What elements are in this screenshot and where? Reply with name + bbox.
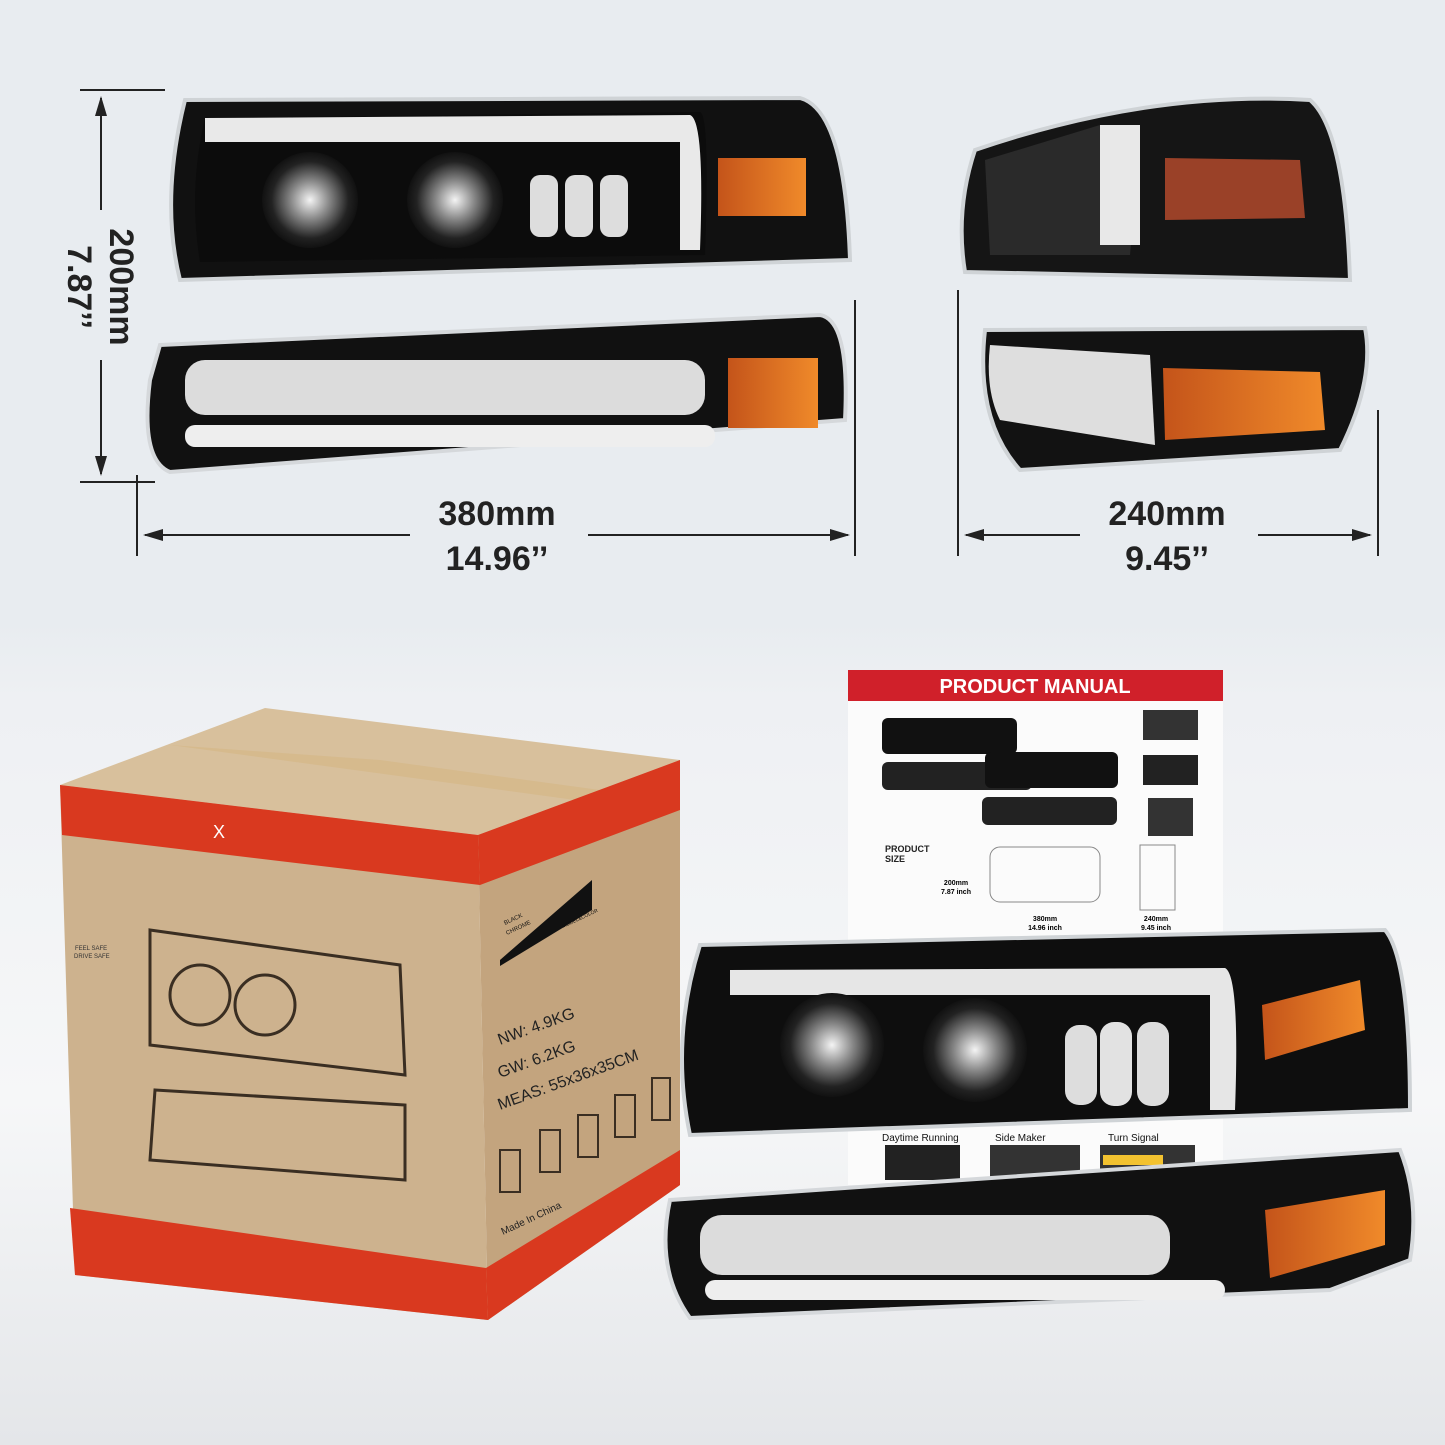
depth-mm-label: 240mm: [1108, 495, 1225, 533]
projector-lens-icon: [407, 152, 503, 248]
projector-lens-icon: [780, 993, 884, 1097]
length-mm-label: 380mm: [438, 495, 555, 533]
svg-text:200mm: 200mm: [944, 880, 968, 887]
height-mm-label: 200mm: [102, 228, 140, 345]
svg-text:Turn Signal: Turn Signal: [1108, 1133, 1159, 1144]
length-in-label: 14.96’’: [446, 540, 549, 578]
svg-text:380mm: 380mm: [1033, 916, 1057, 923]
bumper-light-front-view: [145, 312, 848, 475]
amber-reflector: [718, 158, 806, 216]
svg-text:240mm: 240mm: [1144, 916, 1168, 923]
svg-text:7.87 inch: 7.87 inch: [941, 889, 971, 896]
dimension-lines: [80, 89, 1379, 556]
bumper-light-product: [663, 1147, 1416, 1321]
projector-lens-icon: [923, 998, 1027, 1102]
manual-title: PRODUCT MANUAL: [939, 676, 1130, 698]
headlight-front-view: [169, 95, 853, 283]
headlight-product: [680, 927, 1413, 1138]
box-logo-mark: X: [213, 822, 225, 842]
bumper-light-side-view: [981, 325, 1370, 473]
headlight-side-view: [959, 96, 1353, 283]
projector-lens-icon: [262, 152, 358, 248]
shipping-box: BLACK CHROME MODEL&COLOR NW: 4.9KG GW: 6…: [60, 708, 680, 1320]
svg-text:Daytime Running: Daytime Running: [882, 1133, 959, 1144]
svg-text:9.45 inch: 9.45 inch: [1141, 925, 1171, 932]
svg-text:Side Maker: Side Maker: [995, 1133, 1046, 1144]
svg-text:PRODUCT: PRODUCT: [885, 844, 930, 854]
handling-icons: [499, 1077, 671, 1193]
depth-in-label: 9.45’’: [1125, 540, 1209, 578]
height-in-label: 7.87’’: [60, 245, 98, 329]
svg-text:14.96 inch: 14.96 inch: [1028, 925, 1062, 932]
svg-text:DRIVE SAFE: DRIVE SAFE: [74, 954, 110, 960]
svg-text:SIZE: SIZE: [885, 854, 905, 864]
svg-text:FEEL SAFE: FEEL SAFE: [75, 946, 107, 952]
